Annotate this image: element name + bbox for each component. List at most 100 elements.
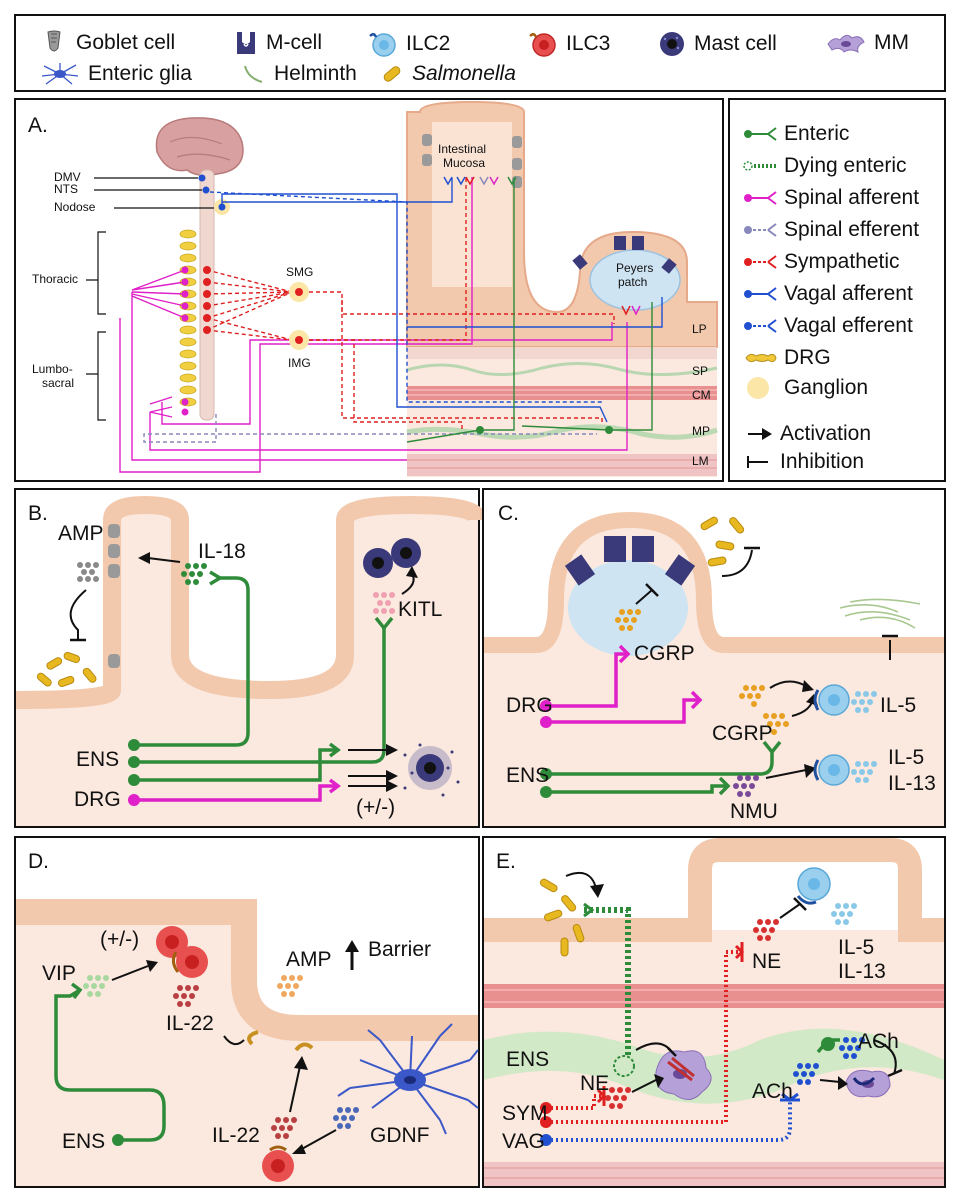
enteric-glia-icon bbox=[41, 63, 79, 85]
il22-upper-granules bbox=[173, 985, 199, 1007]
key-label: Spinal afferent bbox=[784, 186, 920, 209]
legend-label: Salmonella bbox=[412, 62, 516, 85]
smg-label: SMG bbox=[286, 265, 314, 279]
key-label: Sympathetic bbox=[784, 250, 900, 273]
key-label: DRG bbox=[784, 346, 831, 369]
panel-e-ach-lower-label: ACh bbox=[752, 1080, 793, 1103]
img-label: IMG bbox=[288, 356, 311, 370]
key-label: Vagal efferent bbox=[784, 314, 913, 337]
panel-c-il5-lower-label: IL-5 bbox=[888, 746, 925, 769]
ne-lower-granules bbox=[605, 1087, 631, 1109]
panel-d-amp-granules bbox=[277, 975, 303, 997]
key-label: Ganglion bbox=[784, 376, 869, 399]
ilc3-icon bbox=[529, 33, 556, 57]
il22-lower-granules bbox=[271, 1117, 297, 1139]
panel-d-barrier-label: Barrier bbox=[368, 938, 432, 961]
panel-c-helminths bbox=[839, 598, 921, 629]
sympathetic-icon bbox=[744, 255, 777, 269]
key-dying-enteric: Dying enteric bbox=[743, 154, 907, 178]
panel-e-vag-label: VAG bbox=[502, 1130, 545, 1153]
panel-e-ens-label: ENS bbox=[506, 1048, 550, 1071]
panel-c-nmu-label: NMU bbox=[730, 800, 778, 823]
spinal-afferent-icon bbox=[744, 191, 777, 205]
panel-c: C. CGRP DRG CGRP IL-5 ENS IL-5 IL-13 NMU bbox=[482, 488, 946, 828]
panel-c-letter: C. bbox=[498, 502, 519, 525]
legend-label: ILC2 bbox=[406, 32, 451, 55]
panel-d-il22-upper-label: IL-22 bbox=[166, 1012, 214, 1035]
legend-label: MM bbox=[874, 31, 909, 54]
nodose-label: Nodose bbox=[54, 200, 96, 214]
brain bbox=[155, 117, 244, 177]
enteric-neuron-icon bbox=[744, 127, 777, 141]
vagal-efferent-icon bbox=[744, 319, 777, 333]
layer-label-lm: LM bbox=[692, 454, 709, 468]
legend-ilc2: ILC2 bbox=[368, 30, 450, 58]
spinal-efferent-icon bbox=[744, 223, 777, 237]
vagal-pathways bbox=[143, 178, 663, 443]
key-activation: Activation bbox=[746, 422, 871, 446]
panel-b-drg-label: DRG bbox=[74, 788, 121, 811]
enteric-pathways bbox=[406, 178, 653, 443]
legend-mast-cell: Mast cell bbox=[658, 30, 777, 58]
key-vagal-afferent: Vagal afferent bbox=[744, 282, 913, 306]
peyers-patch-label-1: Peyers bbox=[616, 261, 654, 275]
helminth-icon bbox=[244, 65, 263, 83]
panel-a-letter: A. bbox=[28, 114, 48, 137]
key-drg: DRG bbox=[744, 346, 831, 370]
panel-b-enteric-axons bbox=[134, 570, 394, 782]
ach-lower-granules bbox=[793, 1063, 819, 1085]
nmu-granules bbox=[733, 775, 759, 797]
m-cells bbox=[572, 236, 677, 274]
goblet-cell-icon bbox=[47, 30, 61, 52]
panel-b-letter: B. bbox=[28, 502, 48, 525]
panel-c-ens-label: ENS bbox=[506, 764, 550, 787]
m-cell-icon bbox=[237, 32, 255, 54]
key-ganglion: Ganglion bbox=[744, 376, 868, 400]
panel-e-diagram bbox=[484, 838, 944, 1186]
panel-e-ne-lower-label: NE bbox=[580, 1072, 610, 1095]
il18-granules bbox=[181, 563, 207, 585]
activation-arrow-icon bbox=[748, 428, 772, 440]
lumbosacral-label-1: Lumbo- bbox=[32, 362, 73, 376]
panel-b-ens-label: ENS bbox=[76, 748, 120, 771]
il5-upper-granules bbox=[851, 691, 877, 713]
legend-label: Helminth bbox=[274, 62, 357, 85]
panel-d-gdnf-label: GDNF bbox=[370, 1124, 430, 1147]
salmonella-icon bbox=[383, 66, 401, 82]
legend-macrophage: MM bbox=[826, 30, 909, 56]
legend-enteric-glia: Enteric glia bbox=[40, 62, 192, 86]
key-label: Spinal efferent bbox=[784, 218, 920, 241]
panel-a: A. DMV NTS Nodose Thoracic Lumbo- sacral… bbox=[14, 98, 724, 482]
layer-label-sp: SP bbox=[692, 364, 709, 378]
panel-c-il5-upper-label: IL-5 bbox=[880, 694, 917, 717]
peyers-patch-label-2: patch bbox=[618, 275, 648, 289]
legend-label: Goblet cell bbox=[76, 31, 176, 54]
cgrp-upper-granules bbox=[615, 609, 641, 631]
panel-c-cgrp-lower-label: CGRP bbox=[712, 722, 773, 745]
panel-d: D. (+/-) VIP IL-22 AMP Barrier IL-22 GDN… bbox=[14, 836, 480, 1188]
panel-b-diagram bbox=[15, 495, 487, 826]
ne-upper-granules bbox=[753, 919, 779, 941]
lumbosacral-label-2: sacral bbox=[42, 376, 75, 390]
panel-d-ens-label: ENS bbox=[62, 1130, 106, 1153]
ilc2-icon bbox=[369, 33, 396, 57]
intestinal-mucosa-label-1: Intestinal bbox=[438, 142, 487, 156]
legend-goblet-cell: Goblet cell bbox=[40, 30, 175, 56]
panel-c-drg-label: DRG bbox=[506, 694, 553, 717]
panel-a-diagram bbox=[86, 100, 718, 477]
nts-label: NTS bbox=[54, 182, 78, 196]
key-spinal-afferent: Spinal afferent bbox=[744, 186, 919, 210]
panel-e-macrophage-left bbox=[655, 1050, 712, 1100]
panel-e-il5-granules bbox=[831, 903, 857, 925]
panel-c-diagram bbox=[484, 511, 944, 826]
amp-granules bbox=[77, 562, 99, 582]
key-label: Vagal afferent bbox=[784, 282, 913, 305]
macrophage-icon bbox=[827, 34, 865, 53]
legend-ilc3: ILC3 bbox=[528, 30, 610, 58]
panel-e-sym-label: SYM bbox=[502, 1102, 548, 1125]
panel-d-amp-label: AMP bbox=[286, 948, 332, 971]
panel-e-macrophage-right bbox=[845, 1069, 891, 1098]
cgrp-lower-granules bbox=[739, 685, 789, 735]
key-inhibition: Inhibition bbox=[746, 450, 864, 474]
panel-b: B. AMP IL-18 KITL ENS DRG (+/-) bbox=[14, 488, 487, 828]
